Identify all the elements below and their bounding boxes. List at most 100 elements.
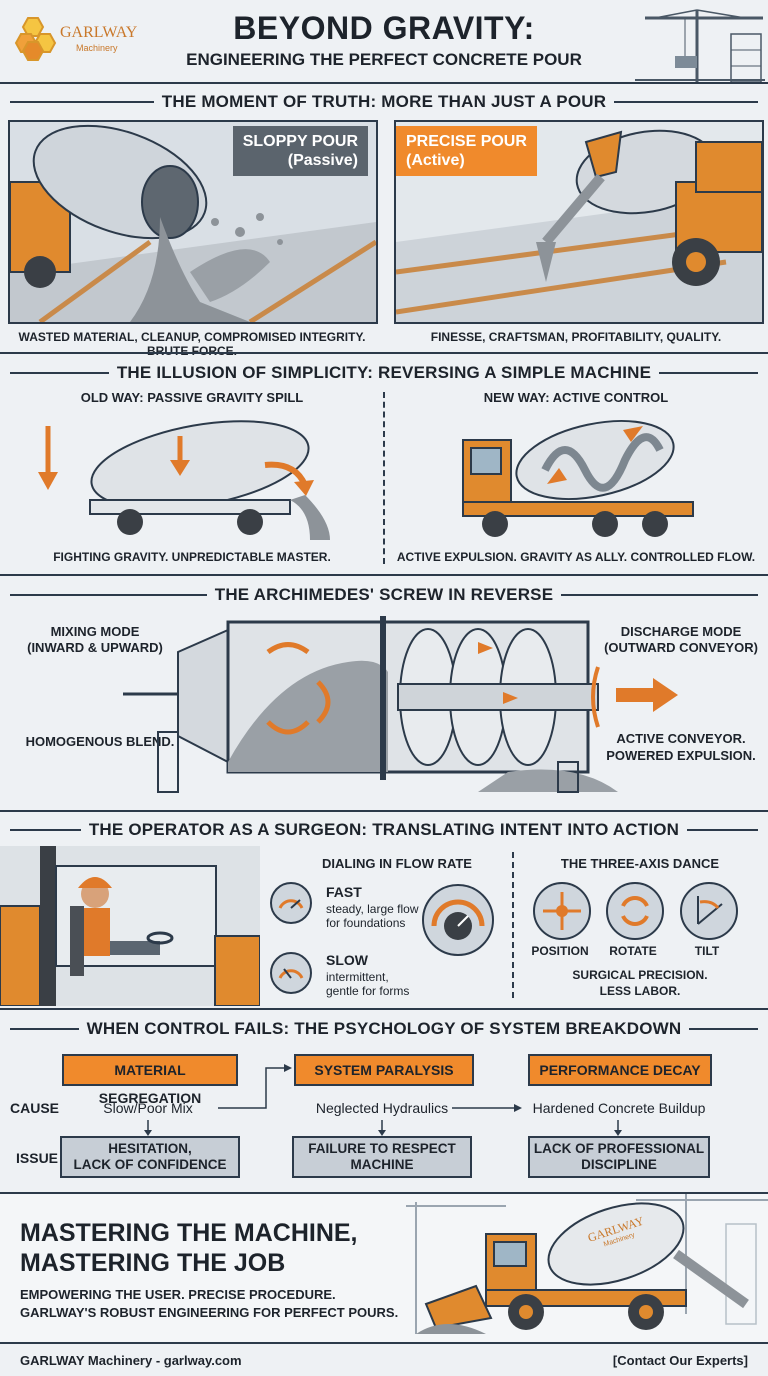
axis-caption: SURGICAL PRECISION. LESS LABOR. [520, 967, 760, 999]
crane-illustration [635, 9, 765, 82]
operator-illustration [0, 846, 260, 1006]
brand-logo: GARLWAY Machinery [14, 14, 146, 62]
sloppy-pour-illustration [10, 122, 376, 322]
precise-pour-illustration [396, 122, 762, 322]
slow-desc-line1: intermittent, [326, 970, 389, 984]
flow-rate-title: DIALING IN FLOW RATE [322, 856, 472, 871]
slow-desc-line2: gentle for forms [326, 984, 410, 998]
system-paralysis-header: SYSTEM PARALYSIS [294, 1054, 474, 1086]
section5-divider [0, 1192, 768, 1194]
closing-headline-line2: MASTERING THE JOB [20, 1249, 286, 1277]
rotate-axis-icon [606, 882, 664, 940]
performance-decay-issue-line1: LACK OF PROFESSIONAL [533, 1141, 705, 1156]
closing-headline: MASTERING THE MACHINE, MASTERING THE JOB [20, 1218, 358, 1278]
discharge-mode-line2: (OUTWARD CONVEYOR) [604, 640, 758, 655]
hero-truck-illustration [406, 1194, 768, 1334]
performance-decay-issue: LACK OF PROFESSIONAL DISCIPLINE [528, 1136, 710, 1178]
material-segregation-issue-line1: HESITATION, [108, 1141, 192, 1156]
fast-desc-line1: steady, large flow [326, 902, 419, 916]
sloppy-pour-tag-line1: SLOPPY POUR [242, 133, 358, 150]
fast-desc-line2: for foundations [326, 916, 406, 930]
closing-headline-line1: MASTERING THE MACHINE, [20, 1219, 358, 1247]
material-segregation-issue: HESITATION, LACK OF CONFIDENCE [60, 1136, 240, 1178]
new-way-caption: ACTIVE EXPULSION. GRAVITY AS ALLY. CONTR… [396, 550, 756, 564]
flow-dial-icon[interactable] [422, 884, 494, 956]
section4-rule-right [678, 829, 758, 831]
sloppy-pour-tag-line2: (Passive) [287, 152, 358, 169]
sloppy-pour-tag: SLOPPY POUR (Passive) [232, 126, 368, 176]
hexagon-logo-icon [14, 17, 57, 61]
mixing-mode-label: MIXING MODE (INWARD & UPWARD) [20, 624, 170, 656]
section5-title: WHEN CONTROL FAILS: THE PSYCHOLOGY OF SY… [0, 1019, 768, 1039]
section4-title: THE OPERATOR AS A SURGEON: TRANSLATING I… [0, 820, 768, 840]
slow-desc: intermittent, gentle for forms [326, 970, 409, 998]
fast-label: FAST [326, 884, 362, 900]
section1-rule-right [608, 101, 758, 103]
issue-row-label: ISSUE [16, 1150, 59, 1166]
old-way-caption: FIGHTING GRAVITY. UNPREDICTABLE MASTER. [53, 550, 331, 564]
brand-sub: Machinery [76, 43, 118, 53]
performance-decay-cause: Hardened Concrete Buildup [532, 1100, 706, 1116]
section4-divider [0, 1008, 768, 1010]
contact-experts-link[interactable]: [Contact Our Experts] [612, 1353, 748, 1368]
discharge-mode-label: DISCHARGE MODE (OUTWARD CONVEYOR) [596, 624, 766, 656]
fast-desc: steady, large flow for foundations [326, 902, 419, 930]
active-conveyor-line2: POWERED EXPULSION. [606, 748, 756, 763]
new-way-label: NEW WAY: ACTIVE CONTROL [483, 390, 669, 405]
fast-gauge-icon [270, 882, 312, 924]
section5-rule-right [666, 1028, 758, 1030]
footer-divider [0, 1342, 768, 1344]
sloppy-pour-panel: SLOPPY POUR (Passive) [8, 120, 378, 324]
precise-pour-panel: PRECISE POUR (Active) [394, 120, 764, 324]
archimedes-screw-illustration [123, 616, 678, 793]
closing-body-line1: EMPOWERING THE USER. PRECISE PROCEDURE. [20, 1287, 336, 1302]
position-axis-icon [533, 882, 591, 940]
tilt-axis-icon [680, 882, 738, 940]
precise-pour-tag: PRECISE POUR (Active) [396, 126, 537, 176]
section2-title: THE ILLUSION OF SIMPLICITY: REVERSING A … [0, 363, 768, 383]
section2-vertical-divider [383, 392, 385, 564]
material-segregation-cause: Slow/Poor Mix [103, 1100, 193, 1116]
section5-rule-left [10, 1028, 102, 1030]
old-way-label: OLD WAY: PASSIVE GRAVITY SPILL [80, 390, 304, 405]
three-axis-title: THE THREE-AXIS DANCE [560, 856, 720, 871]
precise-pour-tag-line2: (Active) [406, 152, 465, 169]
section2-divider [0, 574, 768, 576]
axis-caption-line2: LESS LABOR. [599, 984, 681, 998]
section3-rule-right [553, 594, 758, 596]
active-conveyor-line1: ACTIVE CONVEYOR. [616, 731, 746, 746]
material-segregation-header: MATERIAL SEGREGATION [62, 1054, 238, 1106]
precise-pour-tag-line1: PRECISE POUR [406, 133, 527, 150]
section3-rule-left [10, 594, 215, 596]
cause-row-label: CAUSE [10, 1100, 60, 1116]
footer-site-link[interactable]: GARLWAY Machinery - garlway.com [20, 1353, 242, 1368]
system-paralysis-issue-line1: FAILURE TO RESPECT [308, 1141, 456, 1156]
brand-name: GARLWAY [60, 24, 138, 41]
mixing-mode-line1: MIXING MODE [50, 624, 140, 639]
breakdown-arrows [144, 1064, 622, 1136]
discharge-mode-line1: DISCHARGE MODE [620, 624, 742, 639]
header-divider [0, 82, 768, 84]
performance-decay-issue-line2: DISCIPLINE [581, 1157, 657, 1172]
gravity-truck-illustration [38, 420, 330, 540]
section1-divider [0, 352, 768, 354]
active-truck-illustration [462, 420, 694, 537]
section3-divider [0, 810, 768, 812]
system-paralysis-cause: Neglected Hydraulics [315, 1100, 449, 1116]
performance-decay-header: PERFORMANCE DECAY [528, 1054, 712, 1086]
section2-rule-left [10, 372, 120, 374]
axis-caption-line1: SURGICAL PRECISION. [572, 968, 708, 982]
material-segregation-issue-line2: LACK OF CONFIDENCE [73, 1157, 227, 1172]
section4-vertical-divider [512, 852, 514, 998]
sloppy-pour-caption: WASTED MATERIAL, CLEANUP, COMPROMISED IN… [18, 330, 366, 358]
section3-title: THE ARCHIMEDES' SCREW IN REVERSE [0, 585, 768, 605]
page-title: BEYOND GRAVITY: [233, 10, 535, 46]
slow-label: SLOW [326, 952, 368, 968]
section1-rule-left [10, 101, 160, 103]
section4-rule-left [10, 829, 90, 831]
system-paralysis-issue: FAILURE TO RESPECT MACHINE [292, 1136, 472, 1178]
homogenous-blend-note: HOMOGENOUS BLEND. [25, 734, 175, 749]
section2-rule-right [650, 372, 758, 374]
precise-pour-caption: FINESSE, CRAFTSMAN, PROFITABILITY, QUALI… [430, 330, 722, 344]
active-conveyor-note: ACTIVE CONVEYOR. POWERED EXPULSION. [596, 730, 766, 764]
